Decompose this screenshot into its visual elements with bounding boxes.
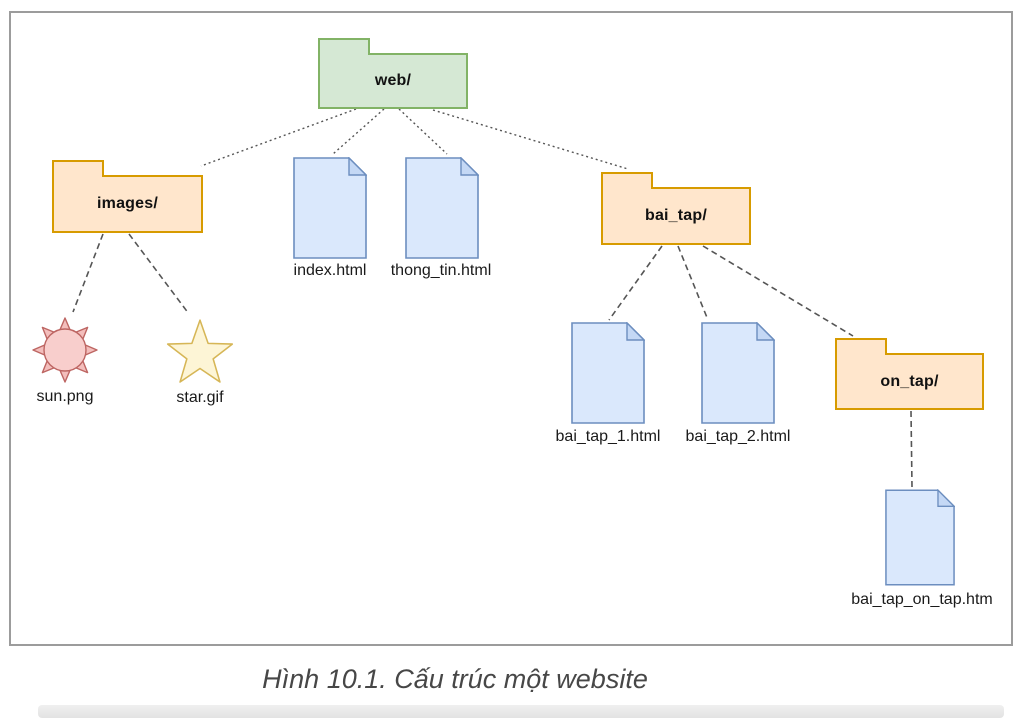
folder-web: web/: [318, 38, 468, 109]
file-label-sun-png: sun.png: [36, 388, 94, 405]
figure-border-box: [9, 11, 1013, 646]
figure-caption: Hình 10.1. Cấu trúc một website: [262, 664, 648, 694]
file-label-star-gif: star.gif: [176, 389, 224, 406]
file-label-bai-tap-1-html: bai_tap_1.html: [555, 428, 661, 445]
folder-bai-tap: bai_tap/: [601, 172, 751, 245]
folder-web-label: web/: [374, 72, 412, 89]
sun-icon: [32, 317, 98, 383]
file-icon-index-html: [293, 157, 367, 259]
file-icon-bai-tap-1-html: [571, 322, 645, 424]
file-icon-bai-tap-on-tap-htm: [885, 489, 955, 586]
file-label-index-html: index.html: [293, 262, 367, 279]
file-icon-bai-tap-2-html: [701, 322, 775, 424]
file-icon-thong-tin-html: [405, 157, 479, 259]
file-label-thong-tin-html: thong_tin.html: [390, 262, 492, 279]
scan-shadow: [38, 705, 1004, 718]
file-label-bai-tap-2-html: bai_tap_2.html: [685, 428, 791, 445]
folder-on-tap: on_tap/: [835, 338, 984, 410]
folder-images: images/: [52, 160, 203, 233]
folder-bai-tap-label: bai_tap/: [644, 207, 708, 224]
folder-on-tap-label: on_tap/: [880, 372, 939, 390]
file-label-bai-tap-on-tap-htm: bai_tap_on_tap.htm: [851, 591, 993, 608]
star-icon: [166, 319, 234, 383]
folder-images-label: images/: [97, 195, 158, 212]
